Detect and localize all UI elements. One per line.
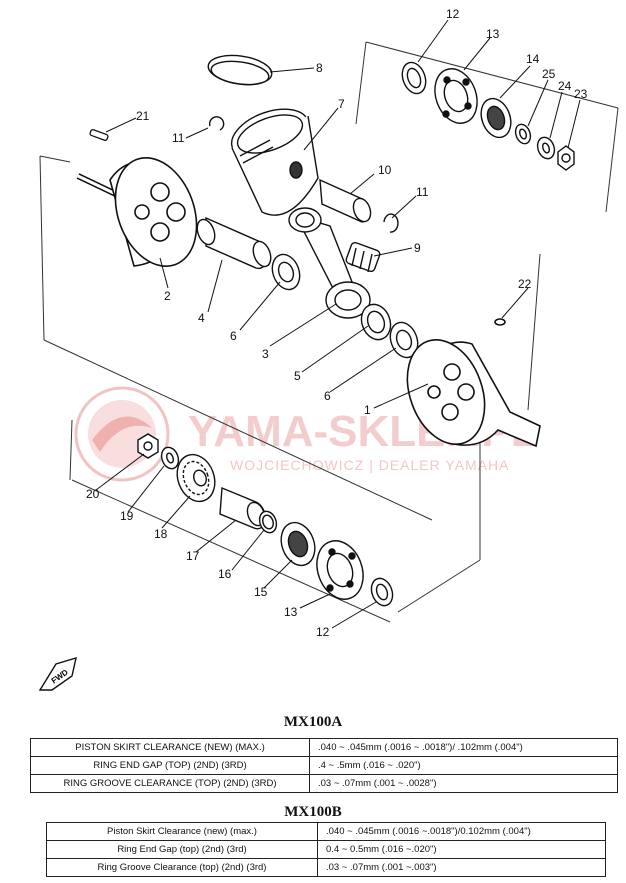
watermark-subtitle: WOJCIECHOWICZ | DEALER YAMAHA bbox=[230, 457, 509, 473]
pin-and-clips bbox=[208, 116, 399, 233]
callout-4: 4 bbox=[198, 311, 205, 325]
callout-20: 20 bbox=[86, 487, 100, 501]
callout-16: 16 bbox=[218, 567, 232, 581]
callout-13-bottom: 13 bbox=[284, 605, 298, 619]
callout-5: 5 bbox=[294, 369, 301, 383]
callout-7: 7 bbox=[338, 97, 345, 111]
exploded-crankshaft-diagram: YAMA-SKLEP.PL WOJCIECHOWICZ | DEALER YAM… bbox=[38, 7, 619, 691]
callout-23: 23 bbox=[574, 87, 588, 101]
piston-assembly bbox=[207, 54, 319, 216]
callout-6-lower: 6 bbox=[324, 389, 331, 403]
dowel-pin-21 bbox=[89, 129, 109, 141]
woodruff-key-22 bbox=[494, 318, 506, 326]
guide-lines bbox=[39, 41, 619, 623]
spec-label: Piston Skirt Clearance (new) (max.) bbox=[46, 822, 318, 841]
table-row: RING GROOVE CLEARANCE (TOP) (2ND) (3RD) … bbox=[30, 774, 618, 793]
callout-15: 15 bbox=[254, 585, 268, 599]
callout-labels: 12 13 14 25 24 23 8 7 21 11 10 11 9 2 4 … bbox=[86, 7, 588, 639]
clip-11-top bbox=[208, 116, 225, 131]
primary-drive-stack bbox=[137, 433, 394, 607]
clip-11-right bbox=[383, 213, 399, 233]
table-row: Ring Groove Clearance (top) (2nd) (3rd) … bbox=[46, 858, 606, 877]
callout-13-top: 13 bbox=[486, 27, 500, 41]
table-row: RING END GAP (TOP) (2ND) (3RD) .4 ~ .5mm… bbox=[30, 756, 618, 775]
crank-wheel-right-1 bbox=[406, 318, 541, 448]
crank-pin-4 bbox=[196, 216, 272, 270]
spec-label: Ring End Gap (top) (2nd) (3rd) bbox=[46, 840, 318, 859]
table-row: Ring End Gap (top) (2nd) (3rd) 0.4 ~ 0.5… bbox=[46, 840, 606, 859]
table-row: PISTON SKIRT CLEARANCE (NEW) (MAX.) .040… bbox=[30, 738, 618, 757]
spec-table-mx100b: Piston Skirt Clearance (new) (max.) .040… bbox=[46, 822, 606, 877]
table-title-mx100a: MX100A bbox=[283, 714, 343, 730]
callout-21: 21 bbox=[136, 109, 150, 123]
spec-label: Ring Groove Clearance (top) (2nd) (3rd) bbox=[46, 858, 318, 877]
callout-8: 8 bbox=[316, 61, 323, 75]
callout-11-right: 11 bbox=[416, 185, 429, 199]
table-row: Piston Skirt Clearance (new) (max.) .040… bbox=[46, 822, 606, 841]
spec-value: .03 ~ .07mm (.001 ~.003") bbox=[317, 858, 606, 877]
connecting-rod-assembly bbox=[271, 207, 419, 359]
spec-label: PISTON SKIRT CLEARANCE (NEW) (MAX.) bbox=[30, 738, 310, 757]
spec-value: .040 ~ .045mm (.0016 ~.0018")/0.102mm (.… bbox=[317, 822, 606, 841]
callout-12-top: 12 bbox=[446, 7, 460, 21]
callout-10: 10 bbox=[378, 163, 392, 177]
callout-2: 2 bbox=[164, 289, 171, 303]
right-bearing-stack bbox=[401, 61, 575, 171]
callout-1: 1 bbox=[364, 403, 371, 417]
leader-lines bbox=[95, 19, 581, 629]
table-title-mx100b: MX100B bbox=[284, 804, 342, 820]
callout-17: 17 bbox=[186, 549, 200, 563]
callout-9: 9 bbox=[414, 241, 421, 255]
callout-18: 18 bbox=[154, 527, 168, 541]
spec-value: 0.4 ~ 0.5mm (.016 ~.020") bbox=[317, 840, 606, 859]
callout-12-bottom: 12 bbox=[316, 625, 330, 639]
callout-24: 24 bbox=[558, 79, 572, 93]
callout-25: 25 bbox=[542, 67, 556, 81]
spec-label: RING GROOVE CLEARANCE (TOP) (2ND) (3RD) bbox=[30, 774, 310, 793]
callout-14: 14 bbox=[526, 52, 540, 66]
spec-value: .4 ~ .5mm (.016 ~ .020") bbox=[309, 756, 618, 775]
callout-6-left: 6 bbox=[230, 329, 237, 343]
crank-wheel-left-2 bbox=[76, 156, 198, 268]
spec-table-mx100a: PISTON SKIRT CLEARANCE (NEW) (MAX.) .040… bbox=[30, 738, 618, 793]
callout-22: 22 bbox=[518, 277, 532, 291]
spec-label: RING END GAP (TOP) (2ND) (3RD) bbox=[30, 756, 310, 775]
spec-value: .040 ~ .045mm (.0016 ~ .0018")/ .102mm (… bbox=[309, 738, 618, 757]
spec-value: .03 ~ .07mm (.001 ~ .0028") bbox=[309, 774, 618, 793]
callout-3: 3 bbox=[262, 347, 269, 361]
fwd-arrow-icon: FWD bbox=[38, 656, 77, 691]
callout-19: 19 bbox=[120, 509, 134, 523]
callout-11-top: 11 bbox=[172, 131, 185, 145]
